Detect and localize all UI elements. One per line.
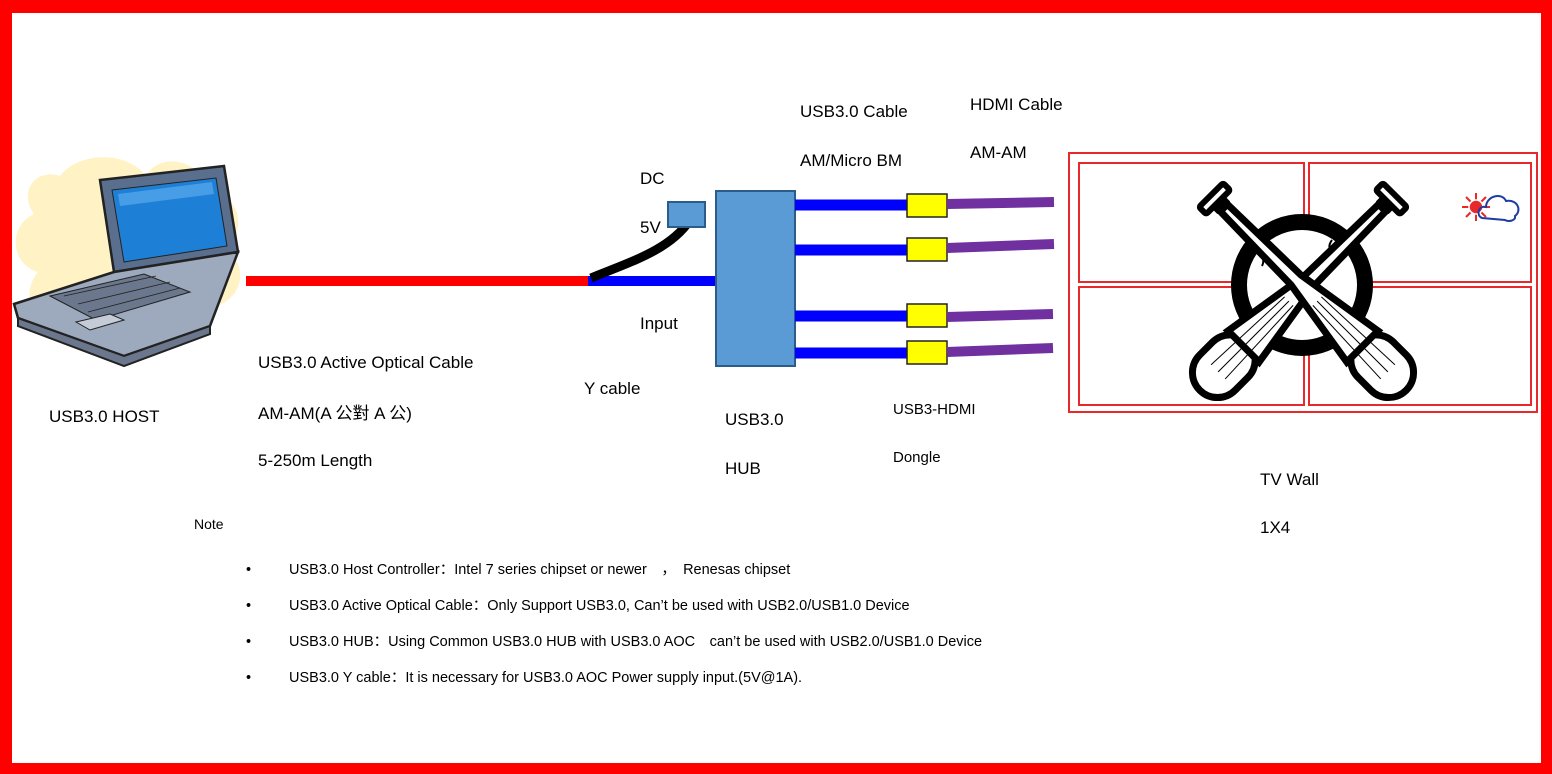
note-title: Note — [194, 516, 224, 532]
note-text: USB3.0 Host Controller：Intel 7 series ch… — [289, 562, 791, 578]
tv-wall — [1068, 152, 1538, 413]
hub-label-line1: USB3.0 — [725, 410, 784, 429]
note-item: • USB3.0 Y cable：It is necessary for USB3… — [246, 670, 982, 706]
tv-wall-label-line1: TV Wall — [1260, 470, 1319, 489]
usb-cables — [795, 199, 907, 359]
aoc-type-label: AM-AM(A 公對 A 公) — [258, 404, 412, 423]
hdmi-cables — [946, 197, 1055, 357]
dc-label: DC — [640, 169, 665, 188]
bullet: • — [246, 634, 252, 650]
usb-cable-type-label: AM/Micro BM — [800, 151, 902, 170]
note-text: USB3.0 Active Optical Cable：Only Support… — [289, 598, 910, 614]
dc-power-plug — [667, 201, 706, 228]
voltage-label: 5V — [640, 218, 661, 237]
aoc-title-label: USB3.0 Active Optical Cable — [258, 353, 474, 372]
usb-hub — [715, 190, 796, 367]
note-list: • USB3.0 Host Controller：Intel 7 series c… — [246, 562, 982, 706]
hdmi-cable-type-label: AM-AM — [970, 143, 1027, 162]
tv-wall-label-line2: 1X4 — [1260, 518, 1291, 537]
bullet: • — [246, 562, 252, 578]
aoc-length-label: 5-250m Length — [258, 451, 373, 470]
bullet: • — [246, 670, 252, 686]
dongle-label-line1: USB3-HDMI — [893, 401, 976, 418]
note-item: • USB3.0 Active Optical Cable：Only Suppor… — [246, 598, 982, 634]
note-item: • USB3.0 Host Controller：Intel 7 series c… — [246, 562, 982, 598]
hub-label-line2: HUB — [725, 459, 761, 478]
note-text: USB3.0 Y cable：It is necessary for USB3.… — [289, 670, 803, 686]
bullet: • — [246, 598, 252, 614]
dongle-label-line2: Dongle — [893, 449, 941, 466]
hdmi-cable-label: HDMI Cable — [970, 95, 1063, 114]
usb-cable-label: USB3.0 Cable — [800, 102, 908, 121]
note-item: • USB3.0 HUB：Using Common USB3.0 HUB with… — [246, 634, 982, 670]
laptop-icon — [12, 157, 241, 368]
usb-hdmi-dongles — [906, 193, 948, 365]
y-cable-label: Y cable — [584, 379, 641, 398]
crossed-baseball-bats-icon — [1188, 180, 1418, 402]
note-text: USB3.0 HUB：Using Common USB3.0 HUB with … — [289, 634, 983, 650]
sun-cloud-icon — [1462, 193, 1520, 222]
host-label: USB3.0 HOST — [49, 407, 160, 426]
dc-power-cable — [589, 217, 694, 283]
input-label: Input — [640, 314, 678, 333]
